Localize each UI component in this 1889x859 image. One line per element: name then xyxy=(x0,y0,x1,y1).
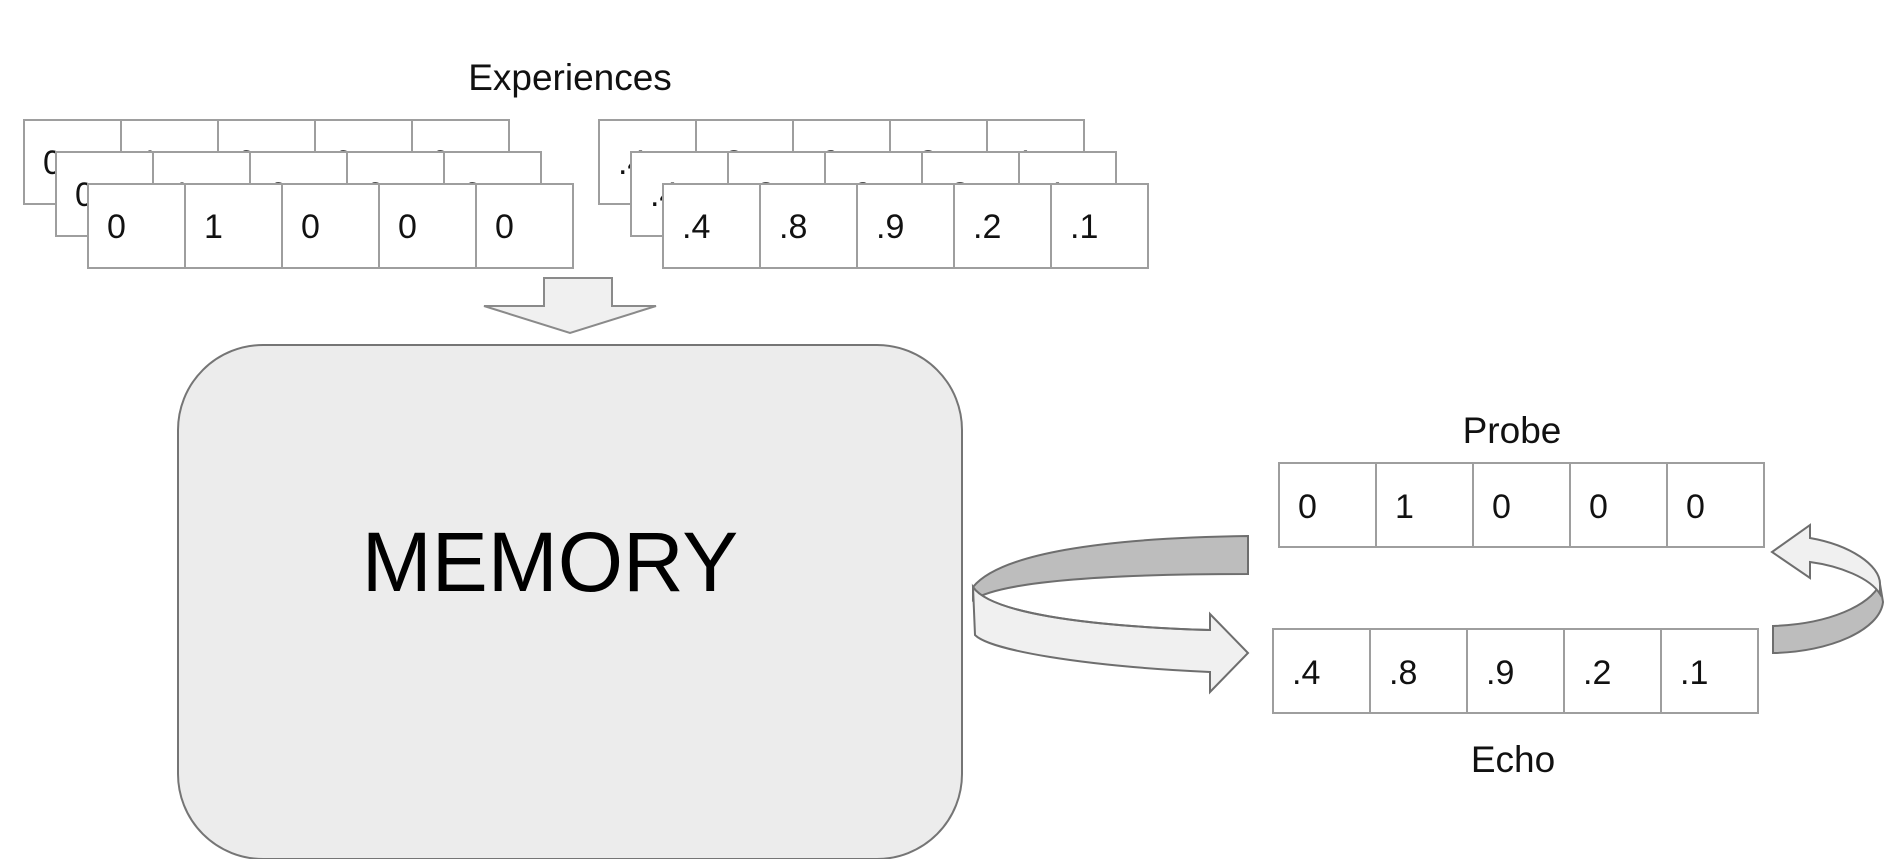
vector-value: .2 xyxy=(1583,654,1611,692)
retrieval-arrow-icon xyxy=(971,534,1250,695)
vector-value: 1 xyxy=(204,208,223,246)
vector-value: .2 xyxy=(973,208,1001,246)
vector-value: .1 xyxy=(1680,654,1708,692)
vector-cell xyxy=(87,183,186,269)
vector-value: 0 xyxy=(398,208,417,246)
memory-label: MEMORY xyxy=(362,515,738,609)
vector-value: 0 xyxy=(1589,488,1608,526)
vector-value: 0 xyxy=(495,208,514,246)
vector-cell xyxy=(759,183,858,269)
down-arrow-icon xyxy=(483,277,657,335)
vector-value: .1 xyxy=(1070,208,1098,246)
vector-value: 1 xyxy=(1395,488,1414,526)
vector-value: 0 xyxy=(1492,488,1511,526)
vector-cell xyxy=(475,183,574,269)
vector-cell xyxy=(281,183,380,269)
vector-cell xyxy=(856,183,955,269)
feedback-arrow-icon xyxy=(1770,523,1885,655)
vector-cell xyxy=(1050,183,1149,269)
probe-vector: 0 1 0 0 0 xyxy=(1278,462,1765,548)
vector-cell xyxy=(1660,628,1759,714)
vector-cell xyxy=(1369,628,1468,714)
vector-cell xyxy=(1666,462,1765,548)
vector-value: .8 xyxy=(1389,654,1417,692)
vector-value: .4 xyxy=(1292,654,1320,692)
experience-row: 0 1 0 0 0 xyxy=(87,183,574,269)
vector-cell xyxy=(662,183,761,269)
vector-value: 0 xyxy=(301,208,320,246)
experiences-label: Experiences xyxy=(468,57,672,98)
echo-vector: .4 .8 .9 .2 .1 xyxy=(1272,628,1759,714)
experience-row: .4 .8 .9 .2 .1 xyxy=(662,183,1149,269)
vector-value: 0 xyxy=(1686,488,1705,526)
vector-cell xyxy=(1569,462,1668,548)
vector-value: .8 xyxy=(779,208,807,246)
vector-value: 0 xyxy=(1298,488,1317,526)
probe-row: 0 1 0 0 0 xyxy=(1278,462,1765,548)
memory-box xyxy=(177,344,963,859)
vector-cell xyxy=(953,183,1052,269)
experiences-binary-stack: 010000100001000 xyxy=(23,119,574,269)
vector-cell xyxy=(1272,628,1371,714)
vector-cell xyxy=(1278,462,1377,548)
vector-cell xyxy=(1375,462,1474,548)
vector-value: 0 xyxy=(107,208,126,246)
vector-cell xyxy=(184,183,283,269)
vector-cell xyxy=(378,183,477,269)
echo-label: Echo xyxy=(1471,739,1555,780)
vector-value: .9 xyxy=(876,208,904,246)
vector-cell xyxy=(1563,628,1662,714)
vector-value: .4 xyxy=(682,208,710,246)
vector-value: .9 xyxy=(1486,654,1514,692)
experiences-continuous-stack: .4.8.9.2.1.4.8.9.2.1.4.8.9.2.1 xyxy=(598,119,1149,269)
vector-cell xyxy=(1472,462,1571,548)
echo-row: .4 .8 .9 .2 .1 xyxy=(1272,628,1759,714)
vector-cell xyxy=(1466,628,1565,714)
probe-label: Probe xyxy=(1463,410,1562,451)
